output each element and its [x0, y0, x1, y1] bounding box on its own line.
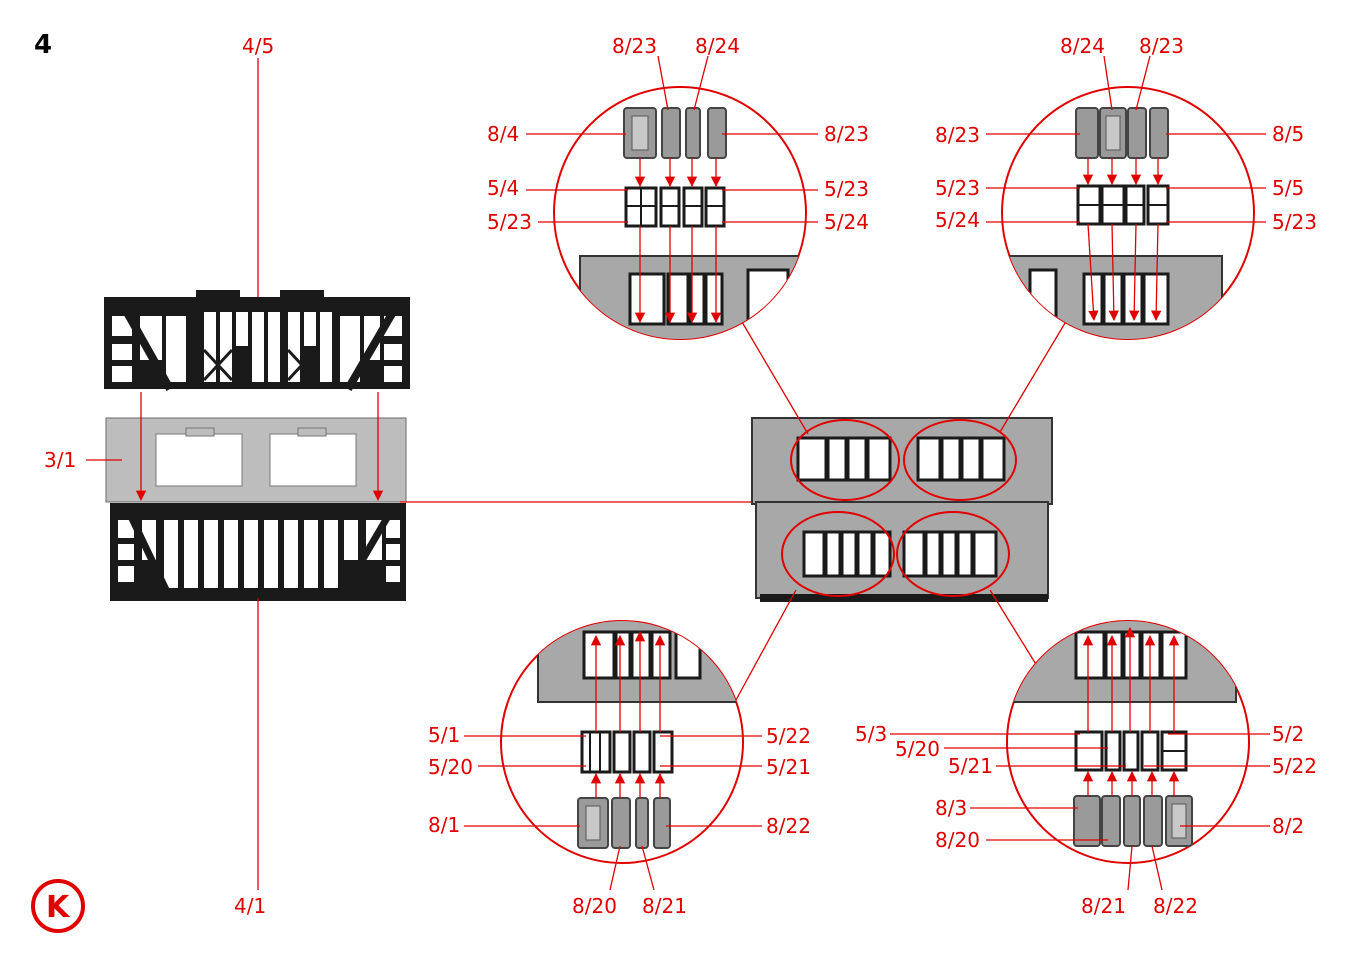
bl-right-label-3: 8/22 — [766, 814, 811, 838]
tr-right-label-2: 5/5 — [1272, 176, 1304, 200]
tr-left-label-3: 5/24 — [935, 208, 980, 232]
br-left-label-2: 5/20 — [895, 737, 940, 761]
detail-top-right: 8/24 8/23 8/23 5/23 5/24 8/5 5/5 5/23 — [935, 34, 1317, 346]
bl-right-label-1: 5/22 — [766, 724, 811, 748]
label-wall: 3/1 — [44, 448, 76, 472]
tl-right-label-2: 5/23 — [824, 177, 869, 201]
tl-top-label-1: 8/23 — [612, 34, 657, 58]
tr-left-label-2: 5/23 — [935, 176, 980, 200]
bl-left-label-3: 8/1 — [428, 813, 460, 837]
step-number: 4 — [34, 30, 52, 60]
tl-left-label-3: 5/23 — [487, 210, 532, 234]
tl-right-label-3: 5/24 — [824, 210, 869, 234]
tr-top-label-2: 8/23 — [1139, 34, 1184, 58]
base-wall — [106, 418, 406, 502]
tl-left-label-1: 8/4 — [487, 122, 519, 146]
tr-left-label-1: 8/23 — [935, 123, 980, 147]
tl-top-label-2: 8/24 — [695, 34, 740, 58]
bl-right-label-2: 5/21 — [766, 755, 811, 779]
br-right-label-1: 5/2 — [1272, 722, 1304, 746]
br-left-label-5: 8/20 — [935, 828, 980, 852]
tr-right-label-3: 5/23 — [1272, 210, 1317, 234]
tl-right-label-1: 8/23 — [824, 122, 869, 146]
bl-left-label-1: 5/1 — [428, 723, 460, 747]
detail-bottom-left: 5/1 5/20 8/1 5/22 5/21 8/22 8/20 8/21 — [428, 610, 811, 918]
detail-top-left: 8/23 8/24 8/4 5/4 5/23 8/23 5/23 5/24 — [487, 34, 869, 346]
br-right-label-3: 8/2 — [1272, 814, 1304, 838]
label-top-frame: 4/5 — [242, 34, 274, 58]
bl-left-label-2: 5/20 — [428, 755, 473, 779]
br-bottom-label-1: 8/21 — [1081, 894, 1126, 918]
tr-top-label-1: 8/24 — [1060, 34, 1105, 58]
br-bottom-label-2: 8/22 — [1153, 894, 1198, 918]
br-left-label-1: 5/3 — [855, 722, 887, 746]
lower-timber-frame — [110, 503, 406, 601]
br-right-label-2: 5/22 — [1272, 754, 1317, 778]
logo-letter: K — [46, 890, 71, 925]
bl-bottom-label-1: 8/20 — [572, 894, 617, 918]
tl-left-label-2: 5/4 — [487, 176, 519, 200]
center-model — [736, 318, 1068, 700]
label-bottom-frame: 4/1 — [234, 894, 266, 918]
brand-logo: K — [33, 881, 83, 931]
tr-right-label-1: 8/5 — [1272, 122, 1304, 146]
upper-timber-frame — [104, 290, 410, 389]
br-left-label-4: 8/3 — [935, 796, 967, 820]
detail-bottom-right: 5/3 5/20 5/21 8/3 8/20 5/2 5/22 8/2 8/21… — [855, 610, 1317, 918]
bl-bottom-label-2: 8/21 — [642, 894, 687, 918]
br-left-label-3: 5/21 — [948, 754, 993, 778]
